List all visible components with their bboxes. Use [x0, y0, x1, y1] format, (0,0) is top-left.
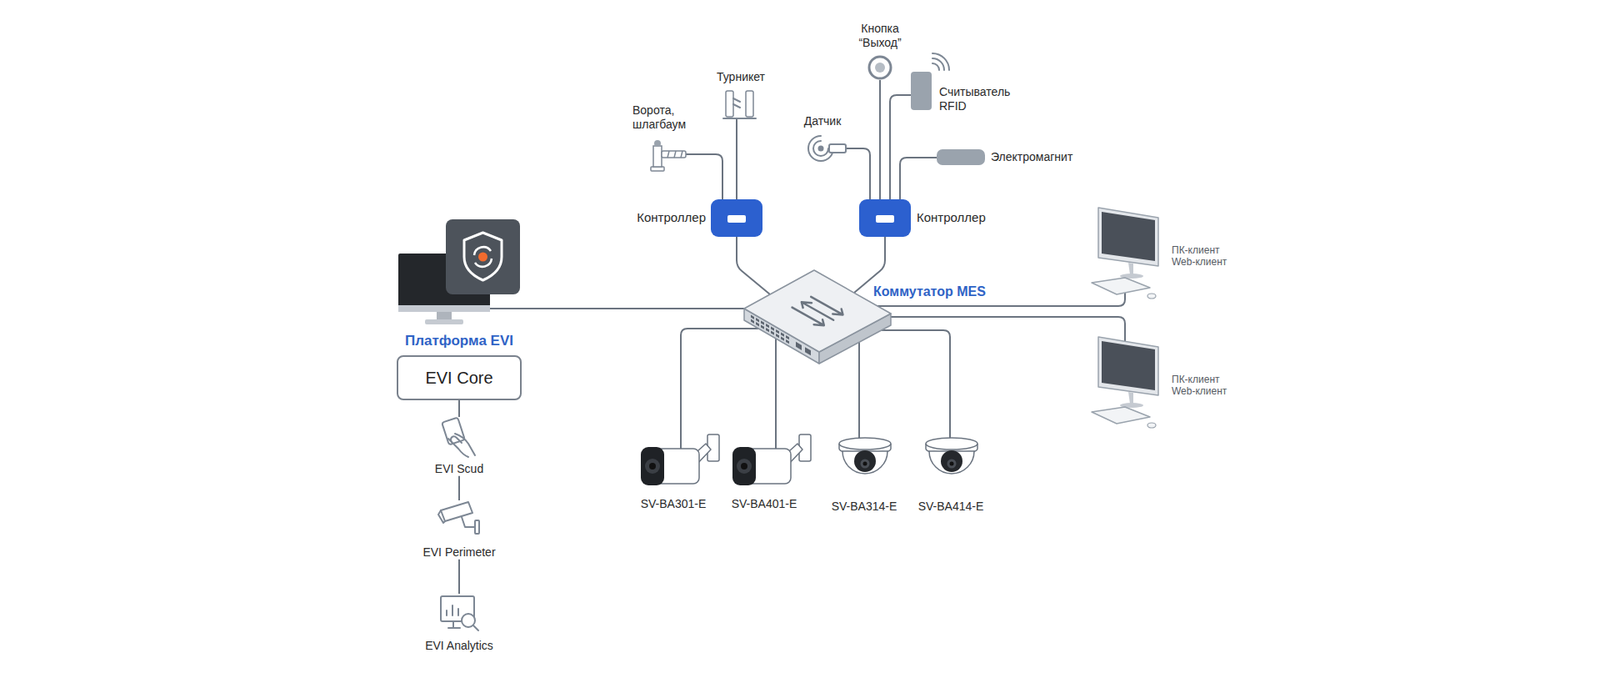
network-link	[775, 338, 777, 449]
module-icon: EVI Analytics	[425, 593, 494, 653]
dome-camera: SV-BA414-E	[923, 435, 980, 490]
platform-monitor: Платформа EVI	[398, 253, 490, 325]
module-label: EVI Perimeter	[422, 545, 495, 560]
device-label: ПК-клиент Web-клиент	[1171, 373, 1239, 398]
sensor-icon: Датчик	[809, 132, 847, 164]
dome-camera: SV-BA314-E	[836, 435, 894, 490]
barrier-icon: Ворота, шлагбаум	[650, 137, 686, 172]
pc-icon	[1091, 207, 1160, 301]
network-link	[890, 316, 1125, 341]
platform-icon	[398, 253, 490, 325]
device-label: SV-BA314-E	[831, 499, 898, 514]
turnstile-icon: Турникет	[721, 90, 758, 120]
dome-icon	[923, 435, 980, 490]
rfid-icon	[910, 71, 932, 110]
box-text: EVI Core	[415, 367, 504, 388]
network-link	[680, 328, 760, 449]
network-link	[879, 80, 881, 200]
network-switch: Коммутатор MES	[742, 268, 893, 365]
turnstile-icon	[721, 90, 758, 120]
gate-icon	[650, 137, 686, 172]
device-label: Электромагнит	[990, 150, 1073, 165]
dome-icon	[836, 435, 894, 490]
network-link	[858, 341, 860, 439]
perimeter-icon	[438, 500, 480, 542]
controller-box: Контроллер	[859, 199, 911, 237]
network-link	[490, 307, 745, 310]
ctrl-icon	[710, 199, 763, 237]
device-label: Ворота, шлагбаум	[632, 103, 703, 132]
module-label: EVI Scud	[435, 461, 484, 476]
controller-box: Контроллер	[710, 199, 763, 237]
network-link	[736, 236, 770, 295]
network-link	[685, 154, 723, 200]
device-label: Считыватель RFID	[939, 85, 1020, 114]
network-link	[735, 119, 738, 200]
scud-icon	[438, 416, 480, 459]
network-link	[854, 236, 885, 293]
sensor-icon	[809, 132, 847, 164]
device-label: Датчик	[804, 114, 842, 129]
device-label: SV-BA414-E	[918, 499, 985, 514]
exit-button-icon: Кнопка “Выход”	[867, 55, 893, 80]
module-label: EVI Analytics	[425, 638, 494, 653]
network-link	[845, 148, 870, 200]
pc-client: ПК-клиент Web-клиент	[1091, 336, 1160, 430]
network-link	[900, 157, 937, 200]
device-label: Платформа EVI	[405, 332, 514, 350]
magnet-icon	[936, 149, 985, 165]
device-label: Коммутатор MES	[873, 283, 986, 300]
device-label: Кнопка “Выход”	[850, 21, 910, 50]
analytics-icon	[438, 593, 480, 635]
module-icon: EVI Scud	[435, 416, 484, 476]
bullet-icon	[640, 433, 721, 485]
switch-icon	[742, 268, 893, 365]
button-icon	[867, 55, 893, 80]
device-label: Турникет	[716, 70, 765, 85]
network-link	[881, 330, 950, 438]
pc-icon	[1091, 336, 1160, 430]
module-icon: EVI Perimeter	[422, 500, 495, 560]
core-box: EVI Core	[396, 355, 522, 400]
device-label: SV-BA401-E	[731, 496, 798, 511]
bullet-camera: SV-BA301-E	[640, 433, 721, 485]
ctrl-icon	[859, 199, 911, 237]
pc-client: ПК-клиент Web-клиент	[1091, 207, 1160, 301]
rfid-reader-icon: Считыватель RFID	[910, 71, 932, 110]
bullet-camera: SV-BA401-E	[732, 433, 813, 485]
device-label: ПК-клиент Web-клиент	[1171, 244, 1239, 269]
network-link	[458, 559, 460, 594]
electromagnet-icon: Электромагнит	[936, 149, 985, 165]
device-label: SV-BA301-E	[640, 496, 707, 511]
device-label: Контроллер	[636, 210, 706, 225]
network-link	[458, 400, 460, 417]
bullet-icon	[732, 433, 813, 485]
network-link	[458, 475, 460, 500]
device-label: Контроллер	[916, 210, 986, 225]
